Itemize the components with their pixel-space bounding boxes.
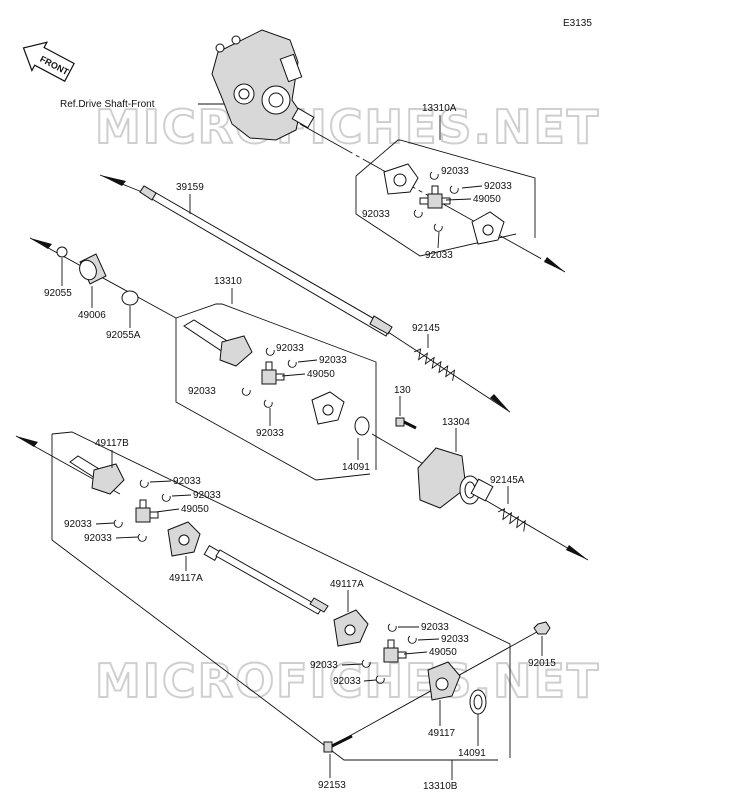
- label-13310: 13310: [214, 276, 242, 287]
- label-92033-a2: 92033: [484, 181, 512, 192]
- group-13310-bracket: [175, 303, 377, 470]
- prop-shaft-39159: [139, 185, 393, 337]
- label-49117B: 49117B: [95, 438, 129, 449]
- snap-ring-a2: [449, 185, 459, 194]
- label-92033-d2: 92033: [441, 634, 469, 645]
- rear-prop-shaft: [215, 549, 329, 615]
- spider-49050-a: [419, 185, 451, 209]
- front-arrow-icon: FRONT: [22, 41, 75, 82]
- final-gear-case: [211, 29, 315, 141]
- label-39159: 39159: [176, 182, 204, 193]
- bolt-130: [395, 417, 417, 430]
- group-13310-frame: [175, 318, 371, 481]
- bearing-housing-13304: [417, 447, 494, 509]
- group-13310B-frame: [51, 434, 498, 761]
- label-14091-b: 14091: [458, 748, 486, 759]
- label-92033-c2: 92033: [193, 490, 221, 501]
- yoke-49117A-left: [167, 521, 221, 562]
- yoke-13310-end: [311, 391, 345, 425]
- label-92015: 92015: [528, 658, 556, 669]
- label-13310A: 13310A: [422, 103, 457, 114]
- o-ring-92055A: [121, 290, 139, 306]
- label-92033-b4: 92033: [256, 428, 284, 439]
- label-92033-d3: 92033: [310, 660, 338, 671]
- diagram-code: E3135: [563, 18, 592, 29]
- label-49050-c: 49050: [181, 504, 209, 515]
- group-13310A-bracket: [355, 139, 536, 238]
- label-14091-a: 14091: [342, 462, 370, 473]
- yoke-13310A-lower: [471, 211, 505, 245]
- yoke-49117A-right: [333, 609, 369, 647]
- label-92033-b3: 92033: [188, 386, 216, 397]
- label-49117: 49117: [428, 728, 456, 739]
- spider-49050-d: [383, 639, 407, 663]
- washer-14091-a: [354, 416, 370, 436]
- label-49050-b: 49050: [307, 369, 335, 380]
- boot-49006: [79, 253, 107, 285]
- label-13304: 13304: [442, 417, 470, 428]
- snap-ring-a4: [433, 223, 443, 232]
- label-130: 130: [394, 385, 411, 396]
- group-13310A-frame: [355, 176, 517, 257]
- yoke-49117B: [69, 455, 125, 495]
- label-92033-c1: 92033: [173, 476, 201, 487]
- label-49117A-a: 49117A: [169, 573, 203, 584]
- label-13310B: 13310B: [423, 781, 458, 792]
- spring-92145A: [497, 508, 526, 532]
- snap-ring-a3: [413, 209, 423, 218]
- label-92145: 92145: [412, 323, 440, 334]
- label-49050-a: 49050: [473, 194, 501, 205]
- yoke-13310-shaft: [183, 319, 253, 367]
- spring-92145: [413, 348, 456, 381]
- o-ring-92055: [56, 246, 68, 258]
- label-49117A-b: 49117A: [330, 579, 364, 590]
- watermark-bottom: MICROFICHES.NET: [95, 654, 600, 708]
- label-92145A: 92145A: [490, 475, 525, 486]
- ref-drive-shaft-label: Ref.Drive Shaft-Front: [60, 99, 155, 110]
- group-13310B-bracket: [51, 431, 511, 758]
- label-92033-c3: 92033: [64, 519, 92, 530]
- watermark-top: MICROFICHES.NET: [95, 100, 600, 154]
- label-92055: 92055: [44, 288, 72, 299]
- label-92055A: 92055A: [106, 330, 141, 341]
- label-92033-d4: 92033: [333, 676, 361, 687]
- label-92033-b1: 92033: [276, 343, 304, 354]
- label-49006: 49006: [78, 310, 106, 321]
- label-92033-a4: 92033: [425, 250, 453, 261]
- label-92033-b2: 92033: [319, 355, 347, 366]
- arrow-left-shaft: [100, 175, 126, 186]
- label-92033-a1: 92033: [441, 166, 469, 177]
- spider-49050-c: [135, 499, 159, 523]
- yoke-49117: [427, 661, 461, 701]
- label-92153: 92153: [318, 780, 346, 791]
- spider-49050-b: [261, 361, 285, 385]
- label-92033-a3: 92033: [362, 209, 390, 220]
- nut-92015: [533, 621, 551, 635]
- label-49050-d: 49050: [429, 647, 457, 658]
- label-92033-d1: 92033: [421, 622, 449, 633]
- yoke-13310A-upper: [383, 163, 419, 195]
- bolt-92153: [323, 734, 353, 753]
- snap-ring-a1: [429, 171, 439, 180]
- label-92033-c4: 92033: [84, 533, 112, 544]
